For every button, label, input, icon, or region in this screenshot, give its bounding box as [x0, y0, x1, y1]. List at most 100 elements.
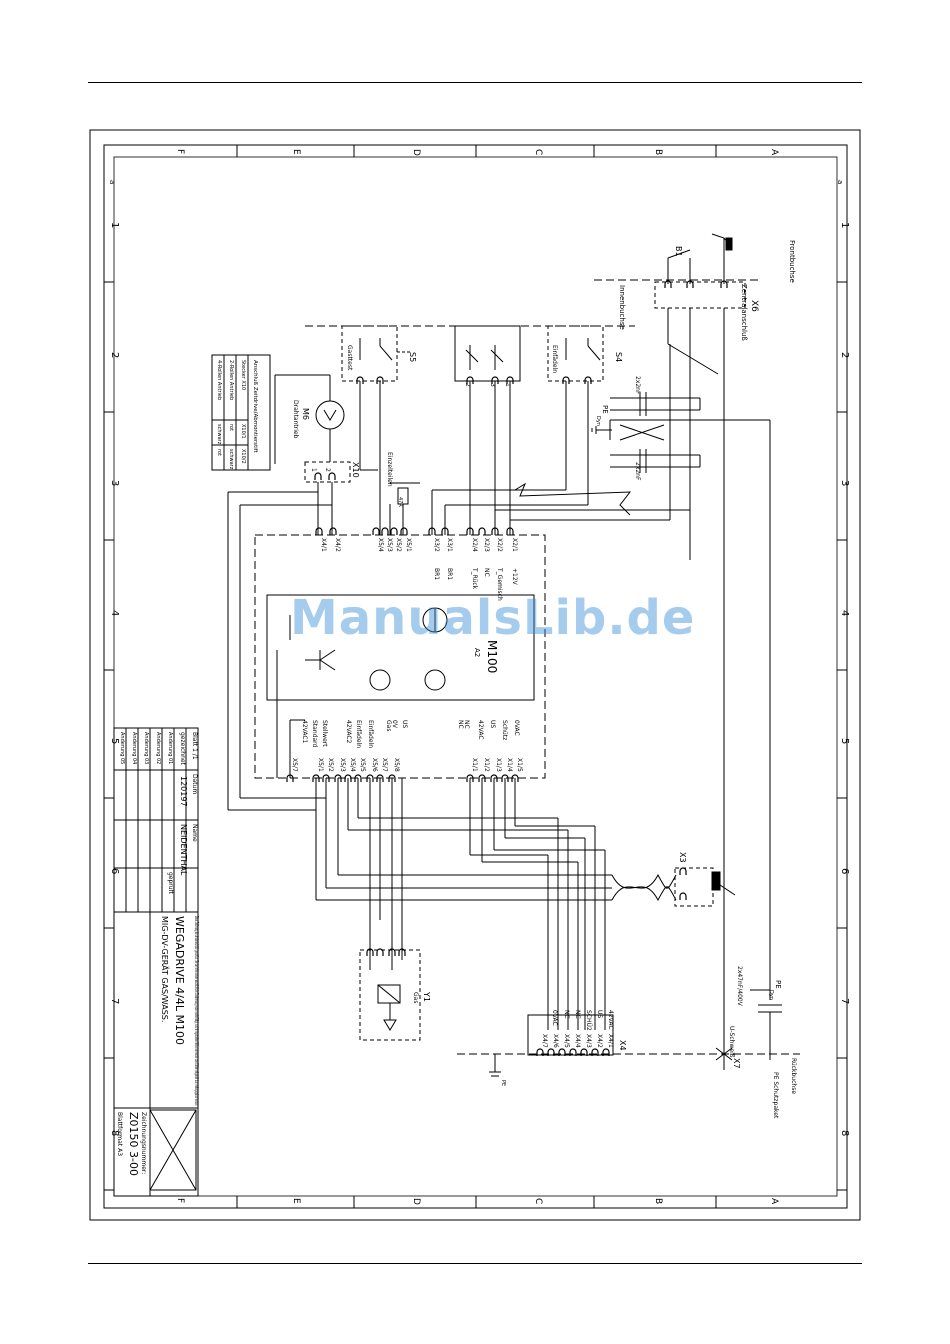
label-pot-pin-a: 2 — [464, 383, 471, 387]
board-bottom-connector: X5/5 — [359, 758, 366, 772]
x4-pin: X4/7 — [541, 1034, 548, 1048]
label-s5: S5 — [408, 352, 417, 362]
terminal-marker — [491, 527, 499, 535]
tb-product: WEGADRIVE 4/4L M100 — [173, 916, 186, 1045]
board-top-connector: X2/2 — [496, 538, 503, 552]
label-pot-pin-b: 3 — [489, 383, 496, 387]
terminal-marker — [314, 472, 322, 480]
label-x7: X7 — [732, 1058, 741, 1069]
terminal-marker — [478, 527, 486, 535]
tb-name: NEIDENTHAL — [179, 824, 188, 876]
board-bottom-signal: Gas — [385, 720, 392, 731]
board-top-connector: X3/1 — [446, 538, 453, 552]
terminal-marker — [466, 774, 474, 782]
legend-title: Anschluß Zeitdrive/Abmontierstift — [252, 360, 258, 454]
board-bottom-connector: X5/2 — [327, 758, 334, 772]
board-bottom-connector: X1/5 — [516, 758, 523, 772]
tb-aenderung: Änderung 02 — [155, 732, 162, 764]
terminal-marker — [334, 774, 342, 782]
label-x4: X4 — [618, 1040, 627, 1051]
board-bottom-connector: X1/3 — [495, 758, 502, 772]
tb-geprueft: geprüft — [167, 872, 174, 895]
tb-aenderung: Änderung 05 — [119, 732, 126, 764]
terminal-marker — [376, 948, 384, 956]
title-block: Blatt 1 /1 gezeichnet Datum 120197 Name … — [113, 727, 199, 1197]
legend-cell: X10/1 — [240, 424, 246, 439]
board-top-connector: X5/3 — [386, 538, 393, 552]
legend-cell: schwarz — [216, 424, 222, 445]
label-frontbuchse: Frontbuchse — [788, 240, 796, 283]
terminal-marker — [376, 376, 384, 384]
terminal-marker — [569, 1048, 577, 1056]
terminal-marker — [536, 1048, 544, 1056]
terminal-marker — [466, 527, 474, 535]
board-bottom-signal: 0V — [391, 720, 398, 729]
label-x6-desc: Zentralanschluß — [740, 284, 748, 341]
terminal-marker — [354, 774, 362, 782]
board-bottom-signal: 42VAC1 — [301, 720, 308, 744]
board-top-connector: X2/3 — [483, 538, 490, 552]
terminal-marker — [679, 867, 687, 875]
grid-col-left-2: 2 — [109, 352, 120, 358]
label-board-name: M100 — [485, 640, 499, 673]
grid-col-left-4: 4 — [109, 610, 120, 616]
label-pe-dyn: PE — [601, 405, 609, 414]
terminal-marker — [506, 376, 514, 384]
label-x6: X6 — [749, 300, 759, 312]
terminal-marker — [366, 948, 374, 956]
terminal-marker — [679, 892, 687, 900]
grid-row-bottom-C: C — [533, 1198, 543, 1204]
terminal-marker — [491, 376, 499, 384]
terminal-marker — [664, 280, 672, 288]
board-bottom-signal: 42VAC — [477, 720, 484, 740]
board-bottom-signal: Standard — [311, 720, 318, 747]
label-x10-pin-1: 1 — [310, 468, 317, 472]
board-bottom-connector: X5/3 — [339, 758, 346, 772]
grid-col-right-4: 4 — [839, 610, 850, 616]
tb-gezeichnet: gezeichnet — [179, 732, 186, 766]
terminal-marker — [466, 376, 474, 384]
tb-datum: 120197 — [179, 776, 188, 807]
label-s4-desc: Einfädeln — [551, 345, 558, 373]
terminal-marker — [591, 1048, 599, 1056]
board-bottom-signal: Einfädeln — [355, 720, 362, 748]
label-s4: S4 — [614, 352, 623, 362]
label-pe-dyn-sub: Dyn — [595, 416, 601, 426]
tb-aenderung: Änderung 04 — [131, 732, 138, 764]
terminal-marker — [547, 1048, 555, 1056]
terminal-marker — [720, 280, 728, 288]
label-cap-upper: 2x2nF — [634, 376, 641, 395]
label-rueckbuchse: Rückbuchse — [790, 1058, 797, 1094]
board-bottom-signal: Einfädeln — [367, 720, 374, 748]
terminal-marker — [501, 774, 509, 782]
terminal-marker — [390, 527, 398, 535]
board-top-signal: +12V — [511, 568, 518, 586]
board-bottom-connector: X5/7 — [291, 758, 298, 772]
grid-row-top-C: C — [533, 149, 543, 155]
board-top-connector: X5/1 — [405, 538, 412, 552]
label-cap-bottom: 2x47nF/400V — [736, 966, 743, 1007]
terminal-marker — [686, 280, 694, 288]
tb-aenderung: Änderung 01 — [167, 732, 174, 764]
board-top-signal: BR1 — [446, 568, 453, 580]
grid-col-right-7: 7 — [839, 998, 850, 1004]
grid-row-bottom-E: E — [291, 1198, 301, 1204]
grid-col-right-3: 3 — [839, 480, 850, 486]
label-schutzleiter: PE Schutzpaket — [772, 1072, 779, 1119]
terminal-marker — [381, 527, 389, 535]
board-bottom-signal: US — [489, 720, 496, 728]
terminal-marker — [490, 774, 498, 782]
x4-signal: NC — [574, 1010, 581, 1019]
board-top-connector: X4/1 — [320, 538, 327, 552]
grid-row-bottom-F: F — [175, 1198, 185, 1203]
board-bottom-signal: Schütz — [501, 720, 508, 740]
label-motor-m6: M6 — [301, 408, 310, 420]
component-labels: B1 X6 Zentralanschluß Frontbuchse Innenb… — [292, 240, 797, 1119]
terminal-marker — [602, 1048, 610, 1056]
terminal-marker — [366, 774, 374, 782]
